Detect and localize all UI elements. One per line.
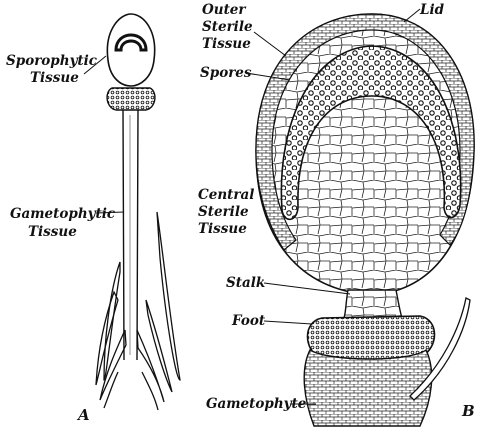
outer-sterile-tissue-label-line2: Sterile xyxy=(202,19,253,35)
sporophytic-tissue-label-line2: Tissue xyxy=(30,70,79,86)
spores-label: Spores xyxy=(200,65,252,81)
collar xyxy=(107,88,155,110)
central-sterile-tissue-label-line2: Sterile xyxy=(198,204,249,220)
sporophytic-tissue-label: Sporophytic xyxy=(6,53,97,69)
panel-b-letter: B xyxy=(461,402,475,420)
outer-sterile-leader xyxy=(254,32,286,56)
outer-sterile-tissue-label-line3: Tissue xyxy=(202,36,251,52)
central-sterile-tissue-label-line3: Tissue xyxy=(198,221,247,237)
stalk-label: Stalk xyxy=(226,275,265,291)
gametophytic-tissue-label: Gametophytic xyxy=(10,206,115,222)
panel-b-drawing xyxy=(256,14,474,426)
foot-label: Foot xyxy=(231,313,266,329)
foot-leader xyxy=(264,321,312,324)
lid-leader xyxy=(404,9,420,22)
outer-sterile-tissue-label: Outer xyxy=(202,2,246,18)
seta xyxy=(123,110,138,360)
capsule-outline xyxy=(107,14,154,86)
central-sterile-tissue-label: Central xyxy=(198,187,254,203)
spore-sac xyxy=(116,35,146,50)
panel-a-letter: A xyxy=(76,406,90,424)
lid-label: Lid xyxy=(419,2,445,18)
stalk xyxy=(344,290,402,318)
gametophytic-tissue-label-line2: Tissue xyxy=(28,224,77,240)
gametophyte-base xyxy=(304,350,431,426)
